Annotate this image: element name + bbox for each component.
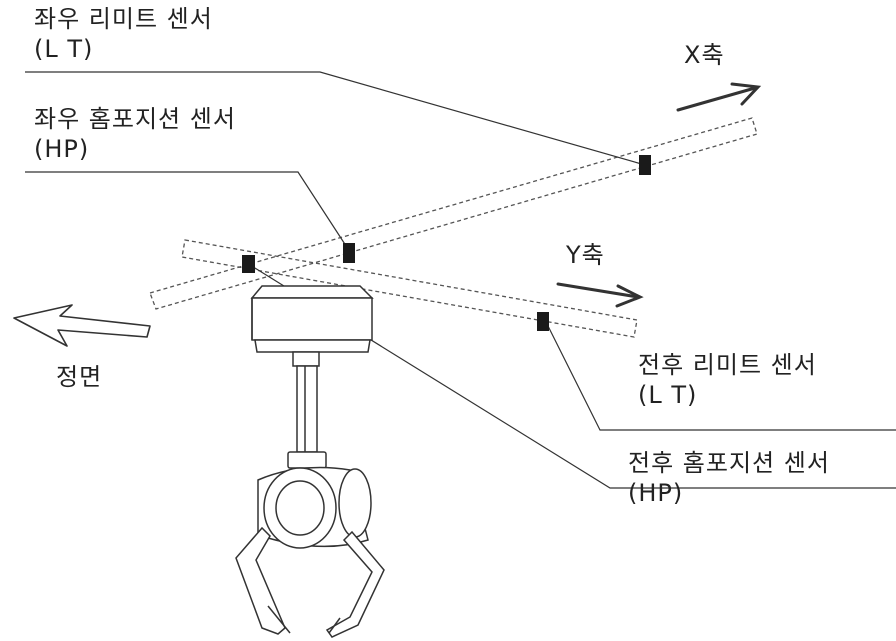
y-axis-arrow (556, 282, 644, 308)
x-axis-rail (149, 117, 758, 310)
sensor-lr-home (343, 243, 355, 263)
label-lr-limit-code: (L T) (34, 35, 94, 63)
robot-carriage (250, 285, 374, 353)
label-fb-home-title: 전후 홈포지션 센서 (628, 449, 830, 477)
label-front: 정면 (56, 363, 103, 391)
front-arrow (13, 304, 151, 347)
robot-gripper (235, 451, 385, 638)
sensor-fb-home (242, 255, 255, 273)
label-x-axis: X축 (684, 41, 725, 69)
label-fb-limit-title: 전후 리미트 센서 (638, 351, 817, 379)
x-axis-arrow (676, 82, 762, 112)
label-lr-limit-title: 좌우 리미트 센서 (34, 5, 213, 33)
label-fb-limit-sensor: 전후 리미트 센서 (L T) (638, 350, 817, 410)
label-fb-limit-code: (L T) (638, 381, 698, 409)
robot-arm (292, 351, 320, 453)
label-y-axis: Y축 (566, 241, 605, 269)
label-fb-home-sensor: 전후 홈포지션 센서 (HP) (628, 448, 830, 508)
y-axis-rail (181, 239, 638, 338)
leader-lr-home (25, 171, 351, 253)
label-lr-limit-sensor: 좌우 리미트 센서 (L T) (34, 4, 213, 64)
label-fb-home-code: (HP) (628, 479, 684, 507)
label-lr-home-code: (HP) (34, 135, 90, 163)
label-lr-home-sensor: 좌우 홈포지션 센서 (HP) (34, 104, 236, 164)
leader-lr-limit (25, 71, 646, 166)
sensor-fb-limit (537, 312, 549, 331)
sensor-lr-limit (639, 155, 651, 175)
label-lr-home-title: 좌우 홈포지션 센서 (34, 105, 236, 133)
leader-fb-limit (544, 319, 896, 431)
